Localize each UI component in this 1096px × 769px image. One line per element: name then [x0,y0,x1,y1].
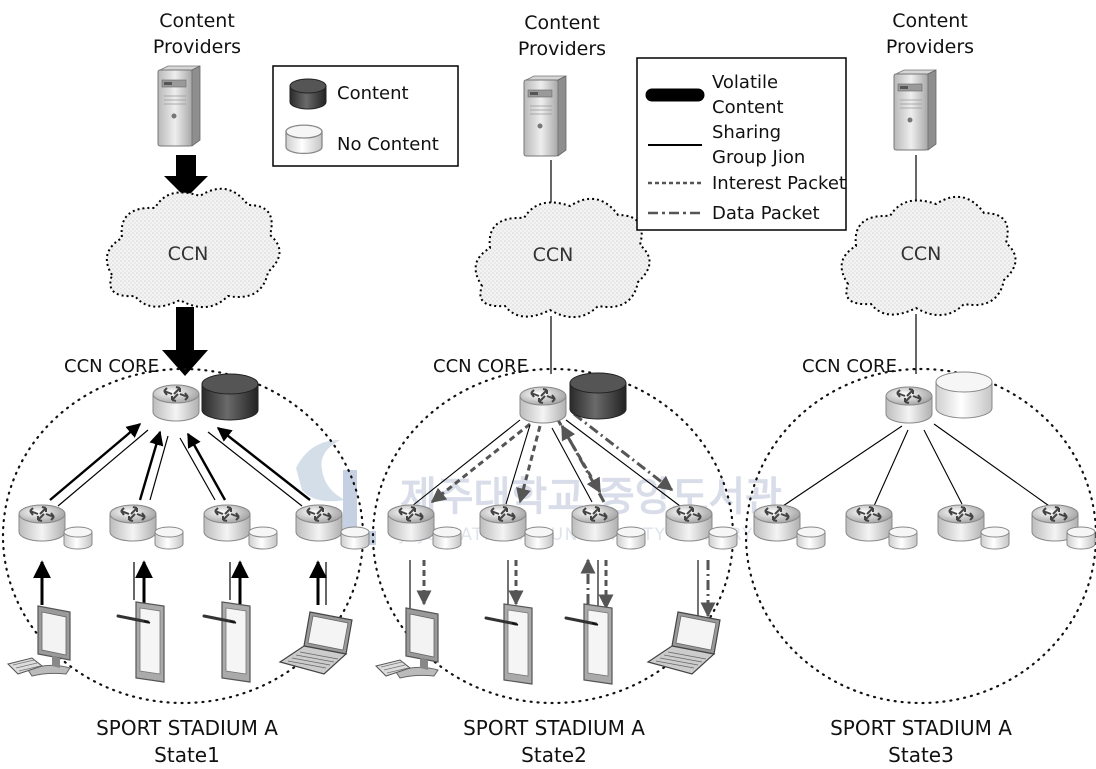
no-content-cache-icon [935,371,993,419]
content-cache-icon [201,373,259,421]
edge-router-icon [937,504,985,542]
edge-router-icon [18,504,66,542]
stadium-label: SPORT STADIUM A [830,716,1012,740]
edge-router-icon [479,504,527,542]
no-content-cache-icon [432,526,462,550]
ccn-core-router-icon [519,386,567,424]
ccn-core-label: CCN CORE [802,356,897,377]
edge-router-icon [203,504,251,542]
stadium-boundary [744,367,1096,705]
provider-label-line2: Providers [153,36,241,58]
sharing-group-links [49,423,311,507]
no-content-cache-icon [616,526,646,550]
edge-router-icon [109,504,157,542]
no-content-cache-icon [980,526,1010,550]
no-content-cache-icon [888,526,918,550]
ccn-cloud [474,197,651,318]
desktop-computer-icon [375,607,439,679]
no-content-cache-icon [63,526,93,550]
desktop-computer-icon [7,605,71,677]
ccn-core-router-icon [885,386,933,424]
state-label: State3 [888,743,954,767]
link-legend: Volatile Content Sharing Group Jion Inte… [636,57,847,231]
state-label: State2 [521,743,587,767]
device-packet-links [409,558,716,618]
tablet-icon [116,600,166,684]
legend-no-content-label: No Content [337,134,439,155]
legend-content-label: Content [337,83,409,104]
device-links [33,560,327,605]
ccn-cloud [105,187,281,308]
provider-label-line2: Providers [886,36,974,58]
content-provider-server-icon [157,65,201,147]
ccn-core-label: CCN CORE [433,356,528,377]
ccn-cloud-label: CCN [533,244,574,266]
state-label: State1 [154,743,220,767]
content-provider-server-icon [523,75,567,157]
edge-router-icon [665,504,713,542]
provider-label-line2: Providers [518,38,606,60]
no-content-cache-icon [154,526,184,550]
laptop-icon [647,611,721,675]
stadium-label: SPORT STADIUM A [96,716,278,740]
ccn-cloud [840,195,1017,316]
edge-router-icon [753,504,801,542]
stadium-label: SPORT STADIUM A [463,716,645,740]
legend-volatile-line1: Volatile [712,72,778,93]
ccn-core-router-icon [152,384,200,422]
ccn-core-label: CCN CORE [64,356,159,377]
edge-router-icon [571,504,619,542]
content-provider-server-icon [893,69,937,151]
core-edge-links [779,423,1053,509]
provider-label-line1: Content [159,10,235,32]
legend-data-label: Data Packet [712,203,820,224]
content-cache-icon [289,78,327,110]
no-content-cache-icon [248,526,278,550]
no-content-cache-icon [708,526,738,550]
provider-label-line1: Content [524,12,600,34]
cache-legend: Content No Content [272,65,459,167]
ccn-cloud-label: CCN [901,243,942,265]
tablet-icon [202,600,252,684]
no-content-cache-icon [1066,526,1096,550]
edge-router-icon [845,504,893,542]
core-edge-links [411,412,681,507]
tablet-icon [564,602,614,686]
laptop-icon [279,611,353,675]
tablet-icon [484,602,534,686]
no-content-cache-icon [340,526,370,550]
ccn-cloud-label: CCN [168,243,209,265]
no-content-cache-icon [285,124,323,155]
volatile-content-arrow [164,155,208,198]
volatile-content-arrow [162,307,208,376]
panel-state2: Content Providers CCN CCN CORE [371,12,738,767]
provider-label-line1: Content [892,10,968,32]
panel-state3: Content Providers CCN CCN CORE SPORT STA… [744,10,1096,767]
edge-router-icon [387,504,435,542]
content-cache-icon [569,372,627,420]
panel-state1: Content Providers CCN CCN CORE [1,10,370,767]
edge-router-icon [295,504,343,542]
legend-volatile-line2: Content [712,97,784,118]
no-content-cache-icon [796,526,826,550]
legend-interest-label: Interest Packet [712,173,846,194]
no-content-cache-icon [524,526,554,550]
legend-sharing-line1: Sharing [712,122,781,143]
legend-sharing-line2: Group Jion [712,147,805,168]
